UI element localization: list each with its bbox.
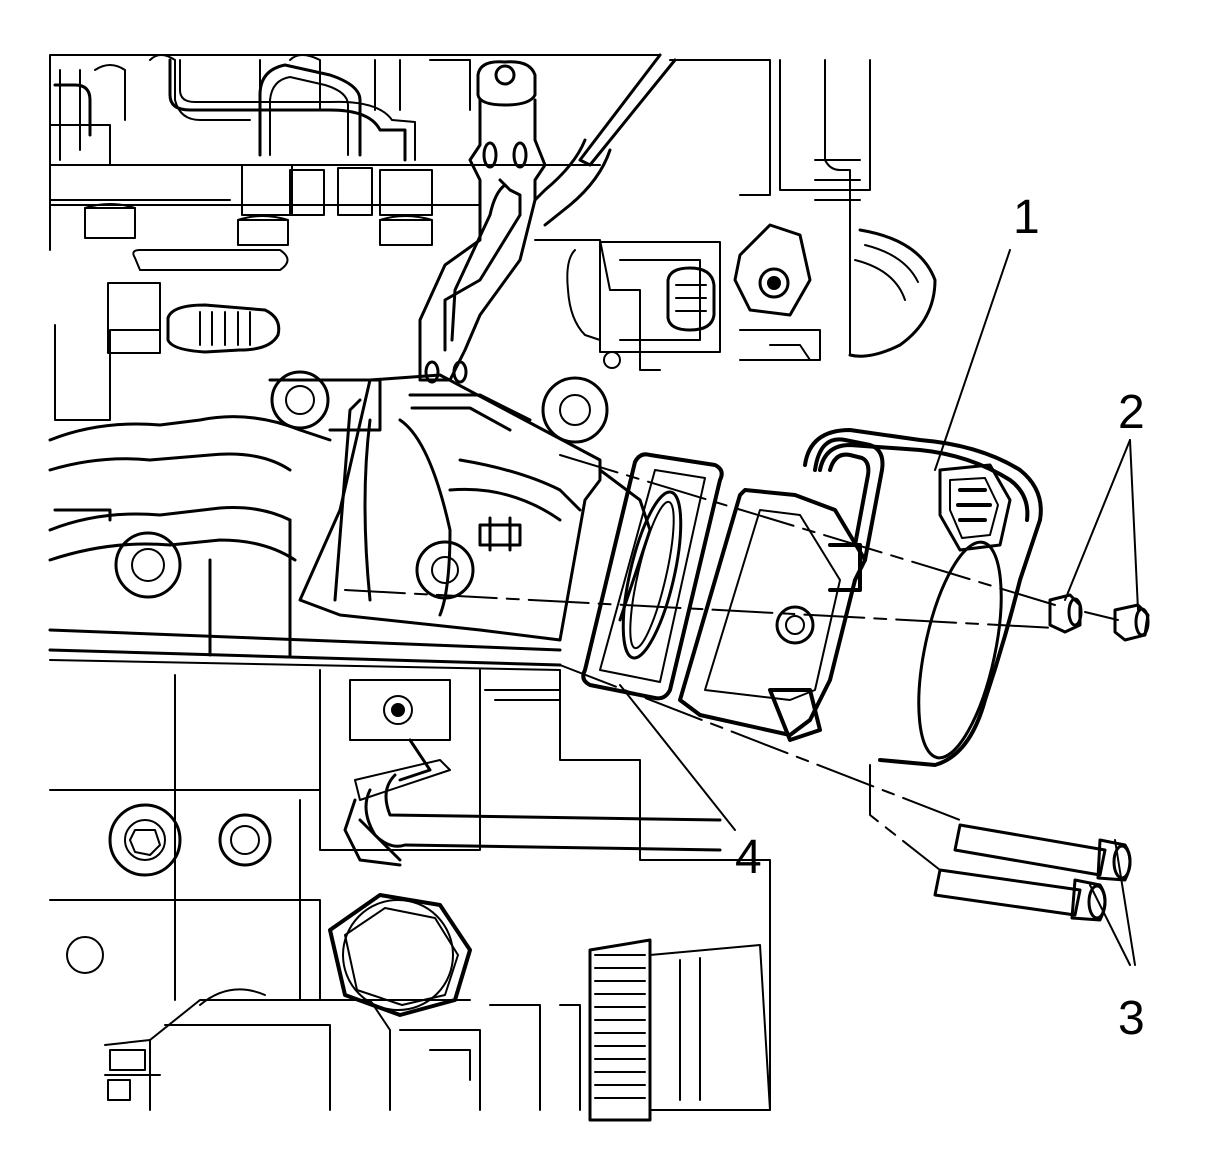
coolant-hose <box>343 738 722 867</box>
leader-3a <box>1114 839 1136 966</box>
throttle-body-gasket[interactable] <box>581 452 724 701</box>
callout-1: 1 <box>1013 191 1040 244</box>
leader-2a <box>1064 439 1131 601</box>
leader-4 <box>619 684 736 831</box>
egr-pipe-bracket <box>418 53 677 384</box>
leader-3b <box>1089 884 1131 966</box>
map-sensor-connector <box>54 249 289 421</box>
leader-1 <box>934 249 1011 471</box>
callout-4: 4 <box>735 831 762 884</box>
throttle-body-bolts[interactable] <box>933 818 1132 922</box>
throttle-body-nuts[interactable] <box>1048 593 1150 642</box>
callout-2: 2 <box>1118 386 1145 439</box>
intake-manifold <box>48 370 609 667</box>
manifold-flange <box>298 373 652 642</box>
egr-valve <box>534 59 937 371</box>
cylinder-head <box>49 659 771 1122</box>
throttle-body[interactable] <box>678 428 1043 767</box>
leader-2b <box>1129 439 1139 611</box>
callout-3: 3 <box>1118 992 1145 1045</box>
callout-leaders <box>619 249 1139 966</box>
fuel-rail-assembly <box>49 54 661 251</box>
alignment-lines <box>344 454 1119 871</box>
